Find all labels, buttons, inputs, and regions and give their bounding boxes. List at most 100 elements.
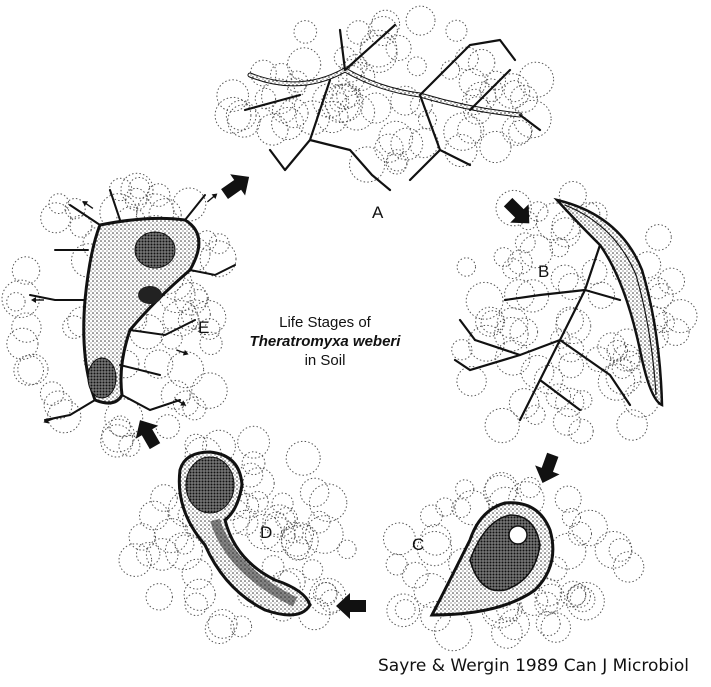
soil-particle	[104, 398, 144, 438]
soil-particle	[110, 349, 140, 379]
soil-particle	[420, 504, 443, 528]
soil-particle	[6, 327, 39, 360]
soil-particle	[495, 189, 532, 227]
soil-particle	[443, 112, 482, 151]
soil-particle	[13, 355, 45, 386]
title-line-1: Life Stages of	[279, 314, 372, 331]
cycle-arrow	[535, 452, 560, 484]
soil-particle	[568, 418, 594, 444]
soil-particle	[517, 61, 555, 98]
soil-particle	[647, 277, 669, 300]
soil-particle	[612, 344, 641, 372]
soil-particle	[519, 234, 554, 269]
soil-particle	[569, 586, 596, 613]
soil-particle	[402, 561, 429, 589]
soil-particle	[299, 477, 330, 508]
soil-particle	[567, 584, 591, 608]
soil-particle	[281, 525, 313, 557]
soil-particle	[383, 522, 416, 556]
stage-b-plasmodium	[453, 197, 664, 422]
soil-particle	[390, 127, 424, 161]
soil-particle	[202, 429, 236, 464]
soil-particle	[566, 586, 587, 606]
soil-particle	[69, 214, 93, 238]
soil-particle	[456, 366, 487, 397]
small-arrow	[82, 200, 94, 210]
soil-particle	[634, 251, 662, 279]
soil-particle	[214, 96, 252, 134]
soil-particle	[269, 570, 301, 603]
small-arrow	[176, 349, 189, 356]
soil-particle	[420, 601, 451, 632]
soil-particle	[148, 198, 182, 232]
soil-particle	[475, 306, 506, 337]
soil-particle	[308, 577, 347, 616]
soil-particle	[458, 68, 487, 97]
soil-particle	[457, 116, 485, 144]
soil-particle	[550, 217, 581, 248]
soil-particle	[386, 593, 421, 628]
soil-particle	[11, 256, 41, 285]
soil-particle	[124, 187, 148, 211]
soil-particle	[454, 490, 490, 526]
soil-particle	[109, 415, 131, 437]
soil-particle	[394, 599, 416, 620]
soil-particle	[513, 99, 552, 139]
soil-particle	[385, 152, 408, 175]
image-credit: Sayre & Wergin 1989 Can J Microbiol	[378, 656, 690, 676]
stage-d-body	[177, 450, 312, 617]
soil-particle	[484, 472, 519, 506]
soil-particle	[483, 474, 518, 509]
soil-particle	[270, 63, 293, 86]
soil-particle	[145, 583, 173, 611]
soil-particle	[167, 351, 205, 389]
soil-particle	[259, 516, 296, 553]
soil-particle	[508, 388, 540, 419]
soil-particle	[108, 177, 133, 202]
soil-particle	[509, 84, 538, 113]
soil-particle	[207, 609, 238, 639]
soil-particle	[519, 476, 541, 499]
soil-particle	[339, 59, 363, 83]
soil-particle	[572, 390, 593, 410]
soil-particle	[162, 300, 199, 337]
soil-particle	[525, 404, 546, 425]
soil-particle	[644, 324, 669, 350]
soil-particle	[561, 507, 582, 528]
small-arrow	[174, 398, 187, 406]
soil-particle	[305, 515, 344, 554]
soil-particle	[286, 77, 307, 97]
soil-particle	[663, 299, 698, 334]
soil-particle	[183, 578, 216, 611]
soil-particle	[144, 349, 174, 379]
soil-particle	[199, 240, 237, 278]
soil-particle	[620, 350, 641, 372]
soil-particle	[455, 479, 475, 499]
soil-particle	[498, 608, 530, 641]
soil-particle	[533, 578, 563, 607]
soil-particle	[502, 258, 524, 280]
soil-particle	[145, 538, 179, 571]
soil-particle	[645, 224, 672, 251]
soil-particle	[536, 583, 566, 613]
soil-particle	[271, 107, 305, 140]
soil-particle	[155, 414, 181, 439]
soil-particle	[307, 510, 331, 534]
soil-particle	[535, 611, 561, 637]
soil-particle	[17, 353, 49, 385]
soil-particle	[172, 187, 207, 222]
soil-particle	[285, 440, 321, 476]
soil-particle	[480, 310, 504, 334]
soil-particle	[271, 99, 297, 124]
soil-particle	[230, 615, 253, 638]
soil-particle	[333, 46, 357, 69]
small-arrow	[43, 417, 56, 424]
soil-particle	[232, 509, 259, 536]
soil-particle	[518, 211, 538, 231]
soil-particle	[653, 311, 675, 333]
soil-particle	[533, 365, 564, 395]
soil-particle	[440, 60, 461, 80]
soil-particle	[455, 46, 479, 71]
soil-particle	[237, 425, 271, 459]
soil-particle	[174, 282, 208, 316]
